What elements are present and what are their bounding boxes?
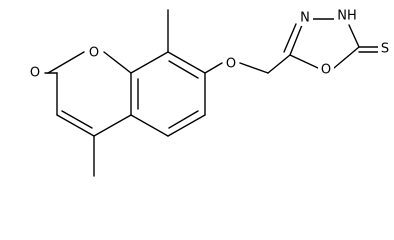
- bond-c8a-c8: [130, 51, 169, 74]
- bond-c6-c5-inner: [168, 110, 199, 129]
- bond-ether-oxygen-ch2: [239, 62, 269, 74]
- bond-c5-o1: [333, 46, 360, 69]
- oxadiazole-oxygen-label: O: [321, 63, 331, 78]
- bond-c4-c3: [56, 114, 95, 137]
- ether-oxygen-label: O: [226, 57, 236, 72]
- bond-c8-c7-inner: [168, 60, 199, 79]
- coumarin-core-bonds: [44, 9, 223, 177]
- bond-c2-n3: [289, 24, 303, 56]
- bond-c2-o1: [47, 51, 85, 74]
- oxadiazole-nh-label: NH: [337, 9, 357, 24]
- bond-c2-n3-double: [283, 23, 297, 53]
- bond-c7-ether-oxygen: [204, 62, 223, 74]
- bond-c6-c5: [167, 114, 206, 137]
- atom-labels: O O O O N NH S: [30, 9, 389, 81]
- bond-o1-c8a: [103, 51, 132, 74]
- thione-sulfur-label: S: [381, 42, 389, 57]
- oxadiazole-nitrogen-label: N: [300, 11, 310, 26]
- atom-label-backgrounds: [28, 8, 392, 82]
- linker-and-oxadiazole-bonds: [239, 18, 380, 74]
- bond-c4a-c4: [93, 114, 132, 137]
- chemical-structure: O O O O N NH S: [28, 8, 392, 177]
- bond-n4-c5: [348, 24, 360, 48]
- bond-c8-c7: [167, 51, 206, 74]
- bond-ch2-oxadiazole: [267, 54, 291, 74]
- bond-o1-c2: [289, 54, 319, 69]
- bond-c4-c3-inner: [61, 110, 93, 129]
- ring-oxygen-label: O: [89, 46, 99, 61]
- carbonyl-oxygen-label: O: [30, 66, 40, 81]
- bond-c5-c4a: [130, 114, 169, 137]
